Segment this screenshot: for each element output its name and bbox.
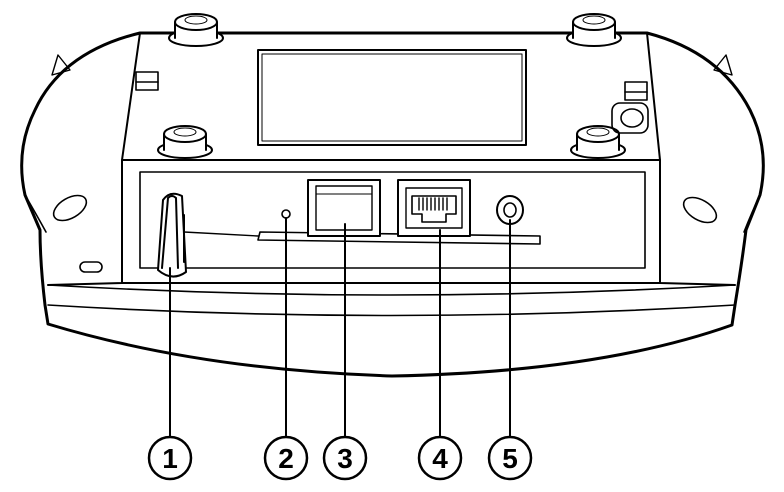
callout-2: 2: [263, 435, 309, 481]
callout-3: 3: [322, 435, 368, 481]
foot-bottom-left: [157, 125, 213, 159]
callout-1-label: 1: [162, 443, 178, 474]
reset-pinhole: [281, 209, 291, 219]
label-plate: [257, 49, 527, 146]
lower-lip: [47, 304, 736, 317]
label-plate-inner: [261, 53, 523, 142]
foot-top-left: [168, 13, 224, 47]
side-slot-left: [79, 261, 103, 273]
leader-lines: [169, 217, 511, 437]
mount-hole-right: [611, 102, 649, 134]
side-wedge-right: [713, 54, 733, 76]
clip-left: [135, 71, 159, 91]
usb-port: [307, 179, 381, 237]
side-wedge-left: [51, 54, 71, 76]
port-recess: [121, 159, 661, 284]
callout-2-label: 2: [278, 443, 294, 474]
vent-left: [52, 194, 88, 222]
port-recess-inner: [139, 171, 646, 269]
foot-bottom-right: [570, 125, 626, 159]
callout-4-label: 4: [432, 443, 448, 474]
vent-right: [682, 196, 718, 224]
callout-3-label: 3: [337, 443, 353, 474]
callout-4: 4: [417, 435, 463, 481]
port-shelf-left: [183, 231, 259, 237]
callout-5-label: 5: [502, 443, 518, 474]
power-jack: [496, 195, 524, 225]
ethernet-port: [397, 179, 471, 237]
rim-line: [47, 284, 736, 296]
callout-5: 5: [487, 435, 533, 481]
side-curve-right: [743, 194, 761, 233]
side-curve-left: [24, 194, 47, 233]
foot-top-right: [566, 13, 622, 47]
callout-1: 1: [147, 435, 193, 481]
cable-lock-slot: [157, 192, 187, 278]
clip-right: [624, 81, 648, 101]
